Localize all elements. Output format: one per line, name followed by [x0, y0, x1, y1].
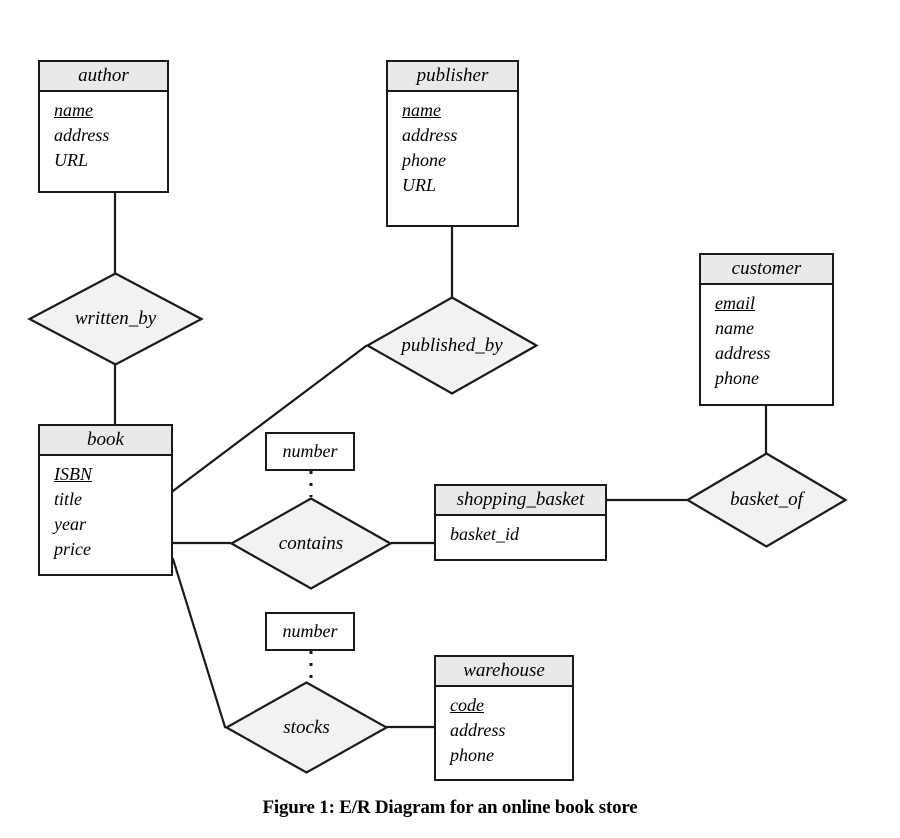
- attribute-publisher-name: name: [402, 100, 441, 120]
- attribute-book-price: price: [54, 539, 91, 559]
- entity-author-title: author: [40, 62, 167, 92]
- attribute-customer-email: email: [715, 293, 755, 313]
- attribute-author-name: name: [54, 100, 93, 120]
- relationship-stocks[interactable]: stocks: [224, 681, 389, 774]
- entity-book-title: book: [40, 426, 171, 456]
- attribute-book-isbn: ISBN: [54, 464, 92, 484]
- written-by-diamond: [27, 272, 204, 366]
- entity-shopping-basket[interactable]: shopping_basket basket_id: [434, 484, 607, 561]
- attribute-publisher-url: URL: [402, 175, 437, 195]
- attribute-shopping-basket-basket-id: basket_id: [450, 524, 519, 544]
- relationship-published-by[interactable]: published_by: [365, 296, 539, 395]
- attribute-author-url: URL: [54, 150, 89, 170]
- attribute-author-address: address: [54, 125, 110, 145]
- attribute-customer-address: address: [715, 343, 771, 363]
- relationship-basket-of-label: basket_of: [730, 489, 803, 510]
- contains-diamond: [229, 497, 393, 590]
- relationship-contains[interactable]: contains: [229, 497, 393, 590]
- entity-book[interactable]: book ISBN title year price: [38, 424, 173, 576]
- stocks-diamond: [224, 681, 389, 774]
- relationship-published-by-label: published_by: [401, 334, 503, 356]
- relationship-basket-of[interactable]: basket_of: [685, 452, 848, 548]
- entity-author[interactable]: author name address URL: [38, 60, 169, 193]
- entity-warehouse-title: warehouse: [436, 657, 572, 687]
- attribute-book-year: year: [54, 514, 86, 534]
- attribute-publisher-phone: phone: [402, 150, 446, 170]
- entity-customer-attributes: email name address phone: [701, 285, 832, 398]
- attribute-box-contains-number[interactable]: number: [265, 432, 355, 471]
- published-by-diamond: [365, 296, 539, 395]
- entity-publisher-attributes: name address phone URL: [388, 92, 517, 205]
- attribute-box-stocks-number[interactable]: number: [265, 612, 355, 651]
- attribute-book-title: title: [54, 489, 82, 509]
- entity-warehouse[interactable]: warehouse code address phone: [434, 655, 574, 781]
- relationship-stocks-label: stocks: [283, 716, 330, 738]
- entity-customer[interactable]: customer email name address phone: [699, 253, 834, 406]
- entity-author-attributes: name address URL: [40, 92, 167, 180]
- entity-warehouse-attributes: code address phone: [436, 687, 572, 775]
- edge-book-stocks: [171, 557, 227, 729]
- entity-publisher[interactable]: publisher name address phone URL: [386, 60, 519, 227]
- relationship-written-by[interactable]: written_by: [27, 272, 204, 366]
- entity-shopping-basket-title: shopping_basket: [436, 486, 605, 516]
- attribute-customer-name: name: [715, 318, 754, 338]
- attribute-warehouse-phone: phone: [450, 745, 494, 765]
- entity-customer-title: customer: [701, 255, 832, 285]
- attribute-warehouse-code: code: [450, 695, 484, 715]
- relationship-contains-label: contains: [278, 532, 344, 554]
- relationship-written-by-label: written_by: [74, 308, 157, 329]
- basket-of-diamond: [685, 452, 848, 548]
- entity-shopping-basket-attributes: basket_id: [436, 516, 605, 554]
- entity-book-attributes: ISBN title year price: [40, 456, 171, 569]
- figure-caption: Figure 1: E/R Diagram for an online book…: [262, 797, 638, 818]
- attribute-warehouse-address: address: [450, 720, 506, 740]
- attribute-customer-phone: phone: [715, 368, 759, 388]
- entity-publisher-title: publisher: [388, 62, 517, 92]
- attribute-publisher-address: address: [402, 125, 458, 145]
